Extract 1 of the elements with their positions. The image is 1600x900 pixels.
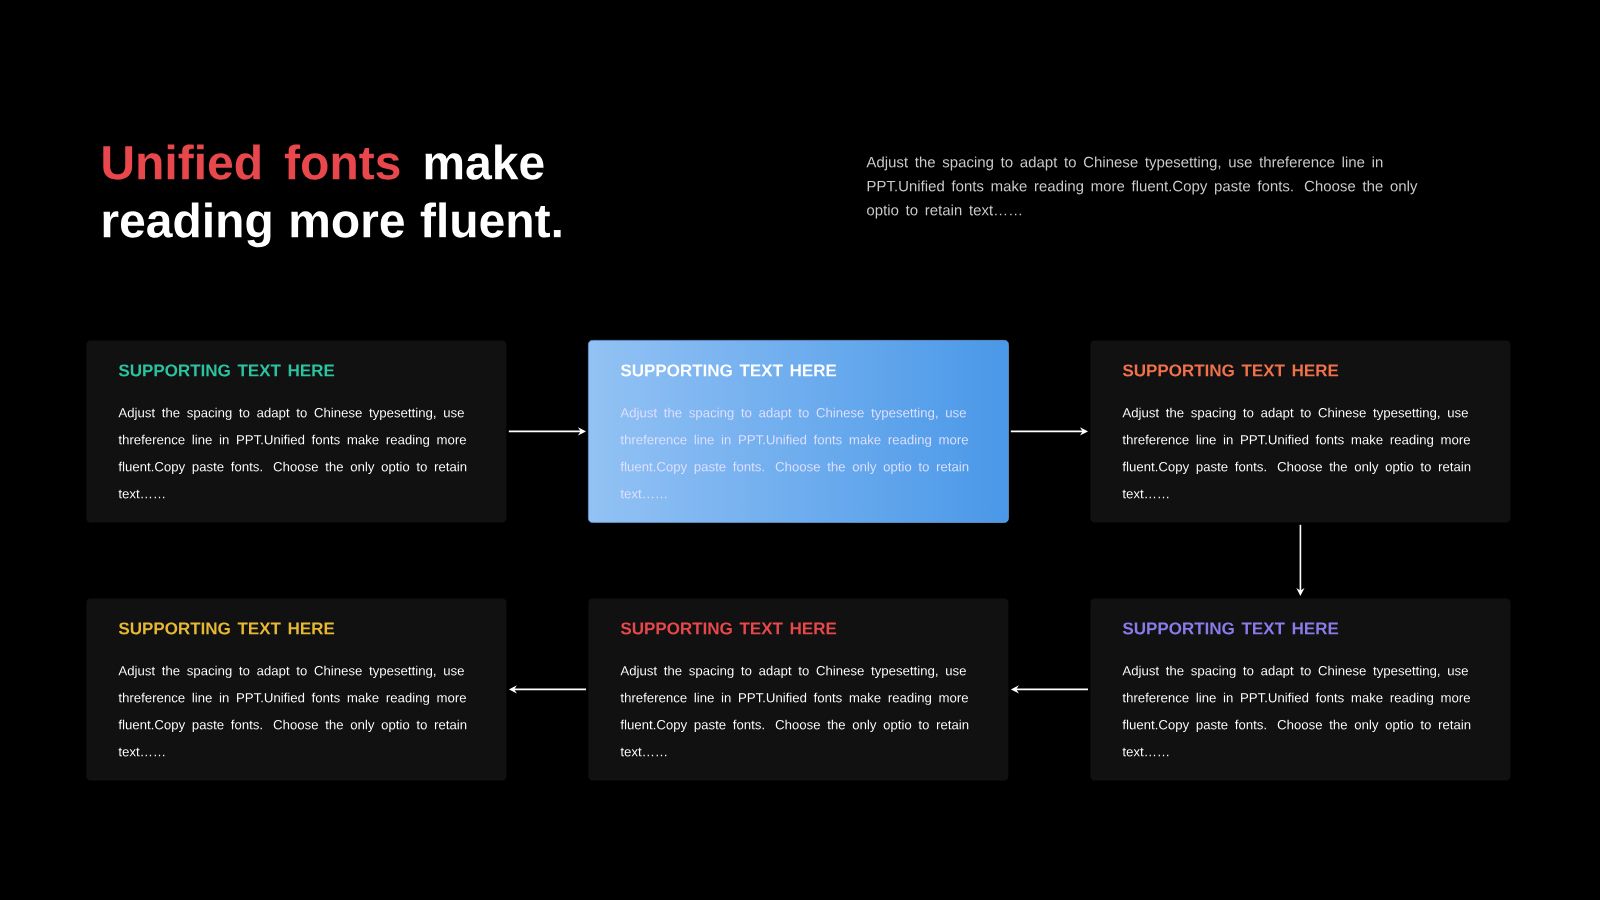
title: Unified fonts make reading more fluent. (103, 144, 561, 248)
